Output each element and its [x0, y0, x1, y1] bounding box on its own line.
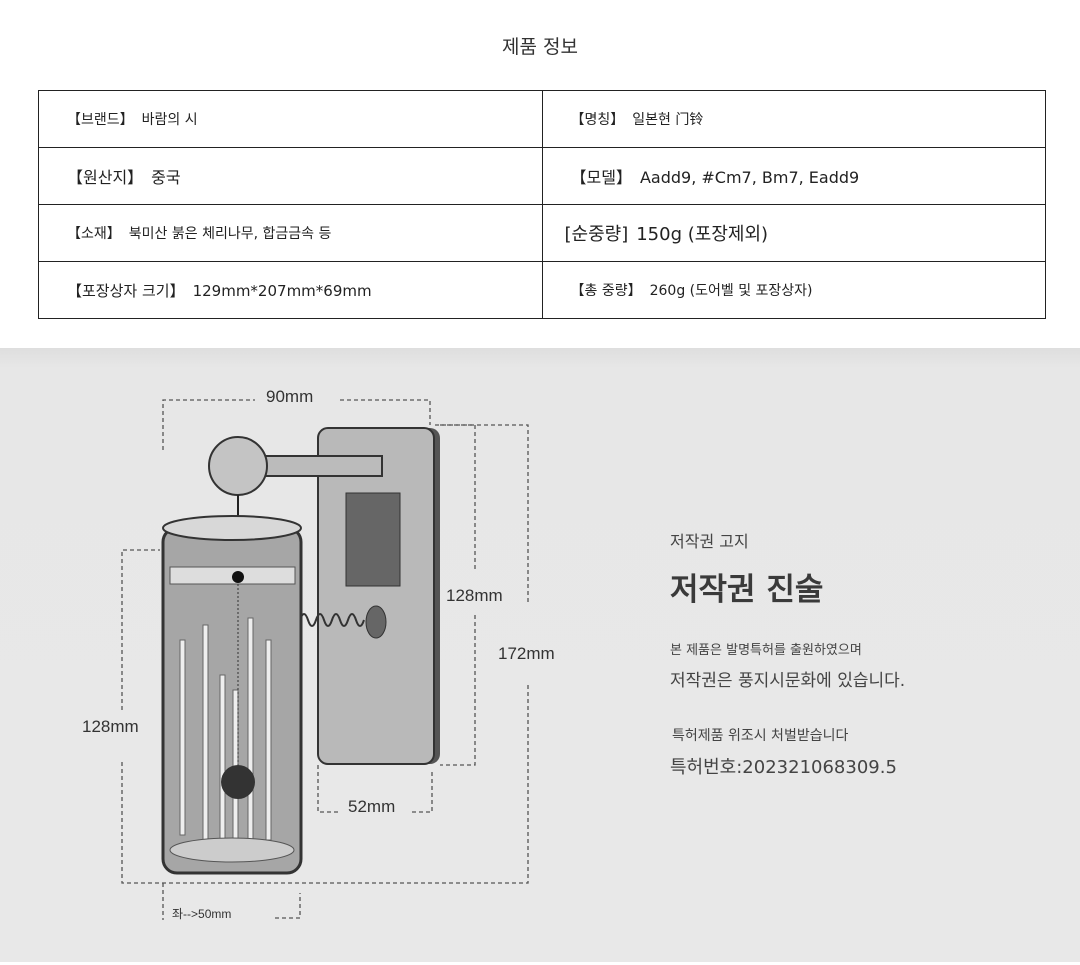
spec-brand: 【브랜드】 바람의 시: [38, 90, 543, 148]
spec-key: 【모델】: [570, 168, 632, 187]
spec-box-size: 【포장상자 크기】 129mm*207mm*69mm: [38, 261, 543, 319]
spec-origin: 【원산지】 중국: [38, 147, 543, 205]
spec-key: 【원산지】: [67, 168, 144, 187]
spec-key: 【소재】: [67, 226, 121, 242]
spec-value: 북미산 붉은 체리나무, 합금금속 등: [128, 226, 332, 242]
table-row: 【포장상자 크기】 129mm*207mm*69mm 【총 중량】 260g (도어…: [38, 261, 1046, 319]
patent-number: 특허번호:202321068309.5: [670, 757, 897, 778]
spec-key: 【총 중량】: [570, 283, 642, 299]
notice-heading: 저작권 진술: [670, 572, 824, 608]
spec-total-weight: 【총 중량】 260g (도어벨 및 포장상자): [541, 261, 1046, 319]
notice-line: 저작권은 풍지시문화에 있습니다.: [670, 671, 906, 691]
spec-value: 129mm*207mm*69mm: [192, 281, 372, 300]
spec-value: 일본현 门铃: [632, 112, 704, 128]
wall-panel: [317, 427, 440, 765]
spec-key: [순중량]: [564, 224, 629, 245]
dim-panel-depth: 52mm: [348, 797, 395, 816]
spec-key: 【포장상자 크기】: [67, 281, 185, 300]
spec-net-weight: [순중량] 150g (포장제외): [541, 204, 1046, 262]
notice-line: 본 제품은 발명특허를 출원하였으며: [670, 643, 862, 658]
spec-value: 260g (도어벨 및 포장상자): [649, 283, 813, 299]
spring: [299, 613, 365, 627]
table-row: 【소재】 북미산 붉은 체리나무, 합금금속 등 [순중량] 150g (포장제외): [38, 204, 1046, 262]
spec-value: 중국: [151, 168, 181, 187]
chime-tube: [161, 515, 303, 875]
table-row: 【원산지】 중국 【모델】 Aadd9, #Cm7, Bm7, Eadd9: [38, 147, 1046, 205]
page-title: 제품 정보: [502, 36, 578, 58]
hanger-ball: [208, 436, 268, 496]
spec-material: 【소재】 북미산 붉은 체리나무, 합금금속 등: [38, 204, 543, 262]
spec-model: 【모델】 Aadd9, #Cm7, Bm7, Eadd9: [541, 147, 1046, 205]
spec-key: 【명칭】: [570, 112, 625, 128]
dimension-lines: [121, 399, 529, 920]
dim-width-top: 90mm: [266, 387, 313, 406]
notice-line: 특허제품 위조시 처벌받습니다: [672, 728, 849, 744]
spec-key: 【브랜드】: [67, 112, 134, 128]
dim-total-height: 172mm: [498, 644, 555, 663]
spec-value: Aadd9, #Cm7, Bm7, Eadd9: [639, 168, 860, 187]
spec-value: 150g (포장제외): [636, 224, 769, 245]
dim-panel-height: 128mm: [446, 586, 503, 605]
notice-subtitle: 저작권 고지: [670, 532, 749, 551]
dim-tube-width: 좌-->50mm: [172, 907, 231, 921]
arm: [249, 455, 383, 477]
dim-tube-height: 128mm: [82, 717, 139, 736]
spec-name: 【명칭】 일본현 门铃: [541, 90, 1046, 148]
spec-table: 【브랜드】 바람의 시 【명칭】 일본현 门铃 【원산지】 중국 【모델】 Aadd9,…: [38, 90, 1046, 319]
spec-value: 바람의 시: [141, 112, 198, 128]
table-row: 【브랜드】 바람의 시 【명칭】 일본현 门铃: [38, 90, 1046, 148]
copyright-notice: 저작권 고지 저작권 진술 본 제품은 발명특허를 출원하였으며 저작권은 풍지…: [670, 528, 905, 779]
doorbell-diagram: 90mm 128mm 172mm 128mm 52mm 좌-->50mm: [82, 387, 555, 921]
